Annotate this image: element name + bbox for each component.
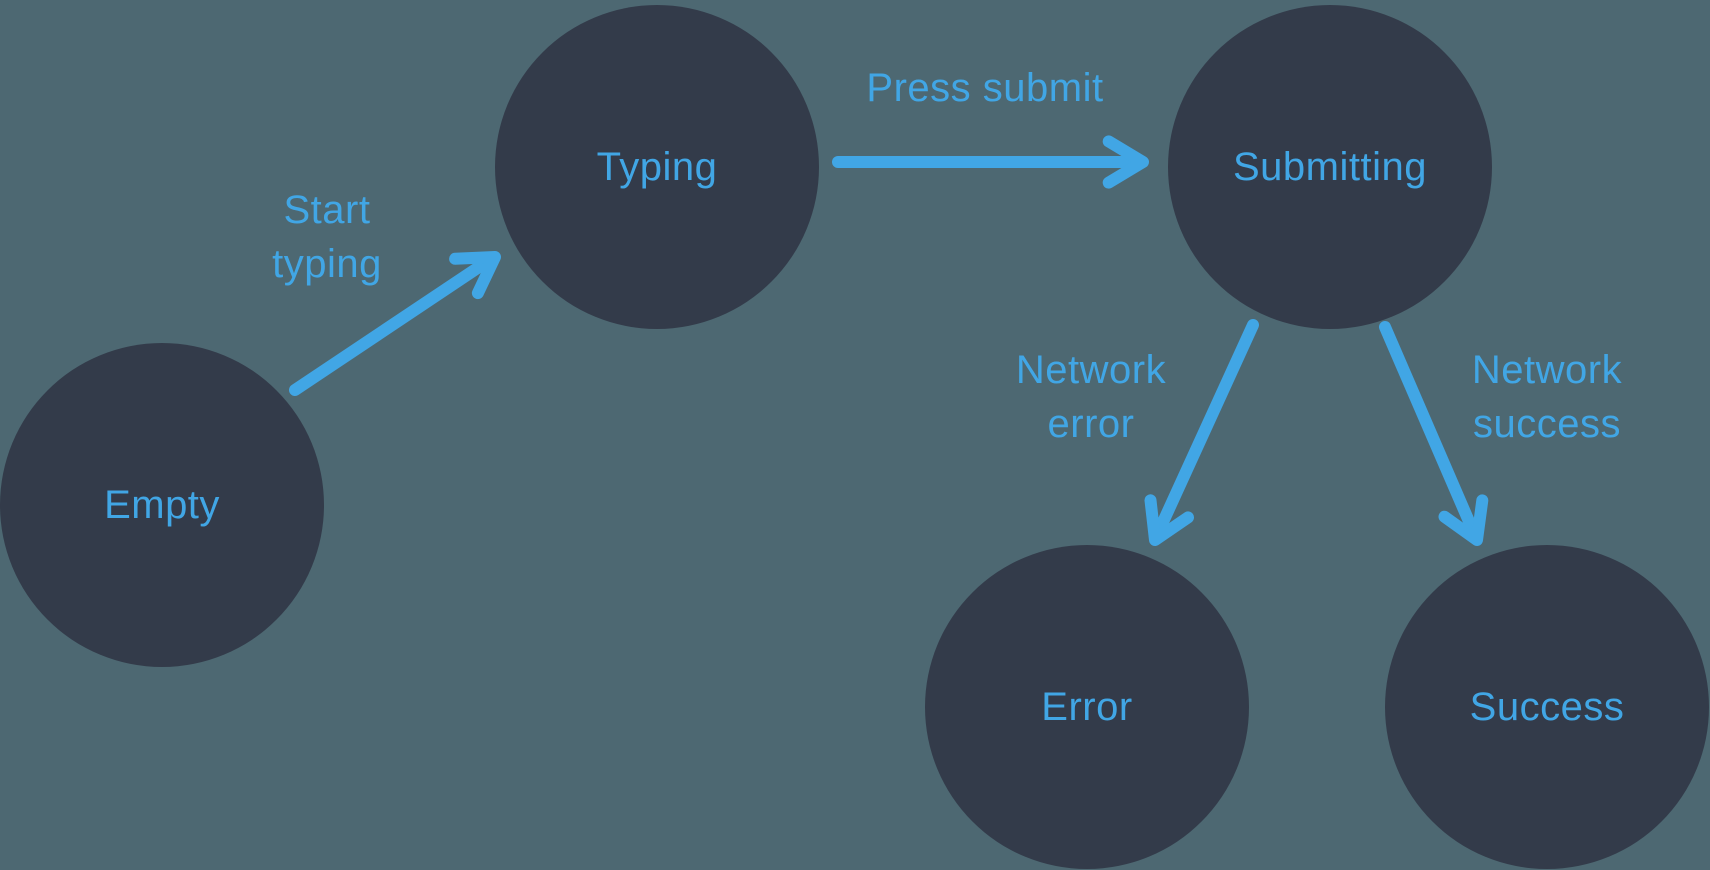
state-node-empty: Empty <box>0 343 324 667</box>
state-node-submitting: Submitting <box>1168 5 1492 329</box>
state-node-submitting-label: Submitting <box>1233 144 1427 189</box>
state-node-typing-label: Typing <box>596 144 718 189</box>
press-submit-arrow <box>832 135 1149 189</box>
edge-label-network-success: Network success <box>1471 348 1623 446</box>
edge-label-press-submit: Press submit <box>866 66 1104 110</box>
state-node-typing: Typing <box>495 5 819 329</box>
state-node-empty-label: Empty <box>104 482 220 527</box>
state-node-error-label: Error <box>1041 684 1133 729</box>
edge-label-start-typing: Start typing <box>272 188 382 286</box>
state-node-success: Success <box>1385 545 1709 869</box>
edge-label-network-error: Network error <box>1015 348 1167 446</box>
state-node-error: Error <box>925 545 1249 869</box>
state-node-success-label: Success <box>1469 684 1625 729</box>
